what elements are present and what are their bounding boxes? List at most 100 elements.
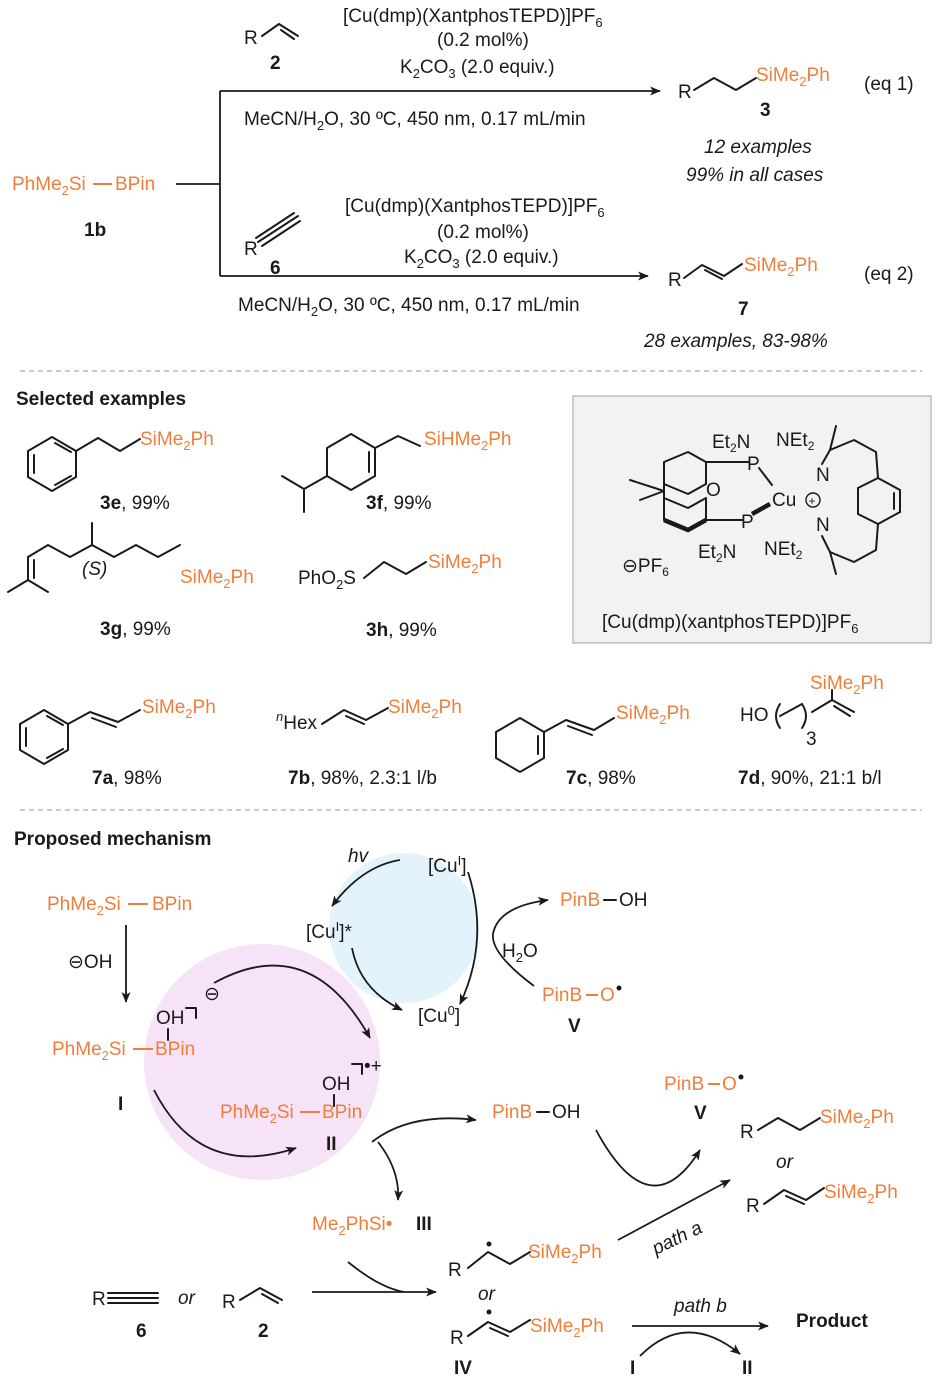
svg-text:nHex: nHex xyxy=(276,709,318,734)
svg-text:OH: OH xyxy=(619,890,648,911)
radical-cycle xyxy=(144,944,380,1180)
svg-text:N: N xyxy=(816,465,830,486)
eq1-conditions: MeCN/H2O, 30 ºC, 450 nm, 0.17 mL/min xyxy=(244,109,586,133)
svg-text:R: R xyxy=(678,82,692,103)
svg-text:SiMe2Ph: SiMe2Ph xyxy=(824,1182,898,1206)
hv-label: hv xyxy=(348,846,370,867)
svg-text:or: or xyxy=(478,1284,496,1305)
catalyst-name: [Cu(dmp)(xantphosTEPD)]PF6 xyxy=(602,612,858,636)
svg-text:OH: OH xyxy=(156,1008,185,1029)
svg-text:+: + xyxy=(809,494,816,508)
svg-text:R: R xyxy=(740,1122,754,1143)
eq1: R 2 [Cu(dmp)(XantphosTEPD)]PF6 (0.2 mol%… xyxy=(244,6,914,186)
eq2-product-silyl: SiMe2Ph xyxy=(744,255,818,279)
svg-text:SiMe2Ph: SiMe2Ph xyxy=(428,552,502,576)
svg-text:N: N xyxy=(816,515,830,536)
eq1-scope-count: 12 examples xyxy=(704,137,812,158)
svg-text:R: R xyxy=(222,1292,236,1313)
svg-text:O: O xyxy=(722,1074,737,1095)
svg-text:or: or xyxy=(178,1288,196,1309)
svg-text:R: R xyxy=(746,1196,760,1217)
svg-text:OH: OH xyxy=(552,1102,581,1123)
example-7d: HO 3 SiMe2Ph 7d, 90%, 21:1 b/l xyxy=(738,673,884,789)
svg-text:BPin: BPin xyxy=(152,894,192,915)
svg-text:R: R xyxy=(92,1289,106,1310)
product-label: Product xyxy=(796,1311,868,1332)
int-V-top: V xyxy=(568,1016,581,1037)
mechanism-heading: Proposed mechanism xyxy=(14,829,211,850)
svg-text:3h, 99%: 3h, 99% xyxy=(366,620,437,641)
svg-text:R: R xyxy=(244,239,258,260)
example-3h: PhO2S SiMe2Ph 3h, 99% xyxy=(298,552,502,641)
example-3g: (S) SiMe2Ph 3g, 99% xyxy=(7,522,254,640)
svg-text:P: P xyxy=(747,454,760,475)
pinb-oh-top: PinB xyxy=(560,890,600,911)
eq2-scope: 28 examples, 83-98% xyxy=(643,331,828,352)
svg-text:3e, 99%: 3e, 99% xyxy=(100,493,170,514)
catalyst-structure-box: O P P Et2N NEt2 Et2N NEt2 Cu + N N ⊖PF6 … xyxy=(572,395,932,644)
eq1-scope-yield: 99% in all cases xyxy=(686,165,824,186)
example-3f: SiHMe2Ph 3f, 99% xyxy=(281,429,512,514)
eq2-substrate-label: 6 xyxy=(270,258,281,279)
svg-text:Et2N: Et2N xyxy=(698,542,736,565)
svg-text:7d, 90%, 21:1 b/l: 7d, 90%, 21:1 b/l xyxy=(738,768,882,789)
example-7c: SiMe2Ph 7c, 98% xyxy=(495,703,690,789)
svg-text:or: or xyxy=(776,1152,794,1173)
mech-substrate-6: 6 xyxy=(136,1321,147,1342)
svg-text:R: R xyxy=(668,270,682,291)
examples-heading: Selected examples xyxy=(16,389,186,410)
example-7a: SiMe2Ph 7a, 98% xyxy=(19,697,216,789)
svg-text:SiMe2Ph: SiMe2Ph xyxy=(388,697,462,721)
photocycle-cu xyxy=(329,853,479,1003)
int-I-label: I xyxy=(118,1094,123,1115)
int-II-formula: PhMe2Si xyxy=(220,1102,294,1126)
cu1-star-label: [CuI]* xyxy=(306,919,352,943)
pinb-oh-mid: PinB xyxy=(492,1102,532,1123)
int-I-formula: PhMe2Si xyxy=(52,1039,126,1063)
eq1-tag: (eq 1) xyxy=(864,74,914,95)
svg-text:3: 3 xyxy=(806,729,817,750)
svg-text:O: O xyxy=(600,985,615,1006)
svg-text:BPin: BPin xyxy=(115,174,155,195)
pinb-o-radical-mid: PinB xyxy=(664,1074,704,1095)
svg-text:SiMe2Ph: SiMe2Ph xyxy=(140,429,214,453)
eq2-catalyst: [Cu(dmp)(XantphosTEPD)]PF6 xyxy=(345,196,605,220)
eq1-loading: (0.2 mol%) xyxy=(437,30,529,51)
svg-text:II: II xyxy=(742,1358,753,1379)
svg-text:R: R xyxy=(450,1328,464,1349)
example-3e: SiMe2Ph 3e, 99% xyxy=(27,429,214,514)
svg-text:⊖PF6: ⊖PF6 xyxy=(622,556,669,579)
svg-text:SiMe2Ph: SiMe2Ph xyxy=(810,673,884,697)
svg-text:7b, 98%, 2.3:1 l/b: 7b, 98%, 2.3:1 l/b xyxy=(288,768,437,789)
svg-text:NEt2: NEt2 xyxy=(764,539,803,562)
path-b-label: path b xyxy=(673,1296,727,1317)
reagent-1b: PhMe2Si BPin 1b xyxy=(12,174,155,241)
svg-text:SiMe2Ph: SiMe2Ph xyxy=(820,1107,894,1131)
svg-text:NEt2: NEt2 xyxy=(776,430,815,453)
svg-text:⊖: ⊖ xyxy=(204,984,220,1005)
reagent-label: 1b xyxy=(84,220,106,241)
svg-text:7c, 98%: 7c, 98% xyxy=(566,768,636,789)
mech-reagent: PhMe2Si xyxy=(47,894,121,918)
svg-text:7a, 98%: 7a, 98% xyxy=(92,768,162,789)
eq1-catalyst: [Cu(dmp)(XantphosTEPD)]PF6 xyxy=(343,6,603,30)
eq1-base: K2CO3 (2.0 equiv.) xyxy=(400,57,555,81)
int-V-mid: V xyxy=(694,1103,707,1124)
svg-text:(S): (S) xyxy=(82,559,107,580)
eq2-conditions: MeCN/H2O, 30 ºC, 450 nm, 0.17 mL/min xyxy=(238,295,580,319)
svg-text:SiMe2Ph: SiMe2Ph xyxy=(528,1242,602,1266)
pinb-o-radical-top: PinB xyxy=(542,985,582,1006)
eq2-tag: (eq 2) xyxy=(864,264,914,285)
svg-text:O: O xyxy=(706,480,721,501)
svg-text:I: I xyxy=(630,1358,635,1379)
svg-text:•+: •+ xyxy=(364,1056,382,1077)
mech-substrate-2: 2 xyxy=(258,1321,269,1342)
eq2: R 6 [Cu(dmp)(XantphosTEPD)]PF6 (0.2 mol%… xyxy=(238,196,914,352)
svg-text:Et2N: Et2N xyxy=(712,432,750,455)
svg-text:R: R xyxy=(244,28,258,49)
cu0-label: [Cu0] xyxy=(418,1003,460,1027)
path-a-label: path a xyxy=(648,1217,706,1259)
svg-text:P: P xyxy=(741,512,754,533)
svg-text:SiMe2Ph: SiMe2Ph xyxy=(530,1316,604,1340)
